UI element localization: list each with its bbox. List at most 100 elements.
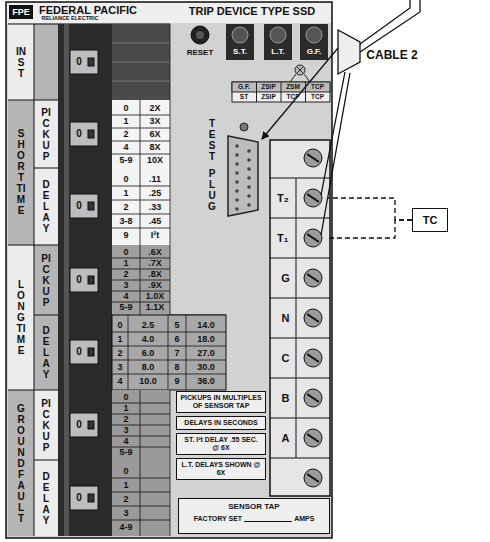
table-cell: TCP xyxy=(311,94,324,101)
test-plug xyxy=(228,123,258,216)
table-cell: 10.0 xyxy=(139,377,157,386)
table-cell: 1.1X xyxy=(146,303,165,312)
switch-setting: 0 xyxy=(76,347,82,357)
table-cell: 6X xyxy=(149,130,160,139)
table-cell: 0 xyxy=(123,175,128,184)
dial-switches-part xyxy=(70,268,98,292)
indicator-buttons-part xyxy=(264,24,292,60)
table-cell: 30.0 xyxy=(197,363,215,372)
faceplate-part xyxy=(7,3,331,23)
header-text: RELIANCE ELECTRIC xyxy=(41,16,98,22)
table-cell: 6.0 xyxy=(142,349,155,358)
switch-setting: 0 xyxy=(76,420,82,430)
faceplate-part xyxy=(6,2,332,538)
table-cell: 2X xyxy=(149,104,160,113)
switch-setting: 0 xyxy=(76,493,82,503)
test-plug-part xyxy=(228,136,258,216)
table-cell: .6X xyxy=(148,248,162,257)
dashed-wire xyxy=(328,220,412,238)
section-label: TEST xyxy=(207,118,217,162)
test-plug-part-part xyxy=(235,144,239,148)
test-plug-part-part xyxy=(247,149,251,153)
table-cell: 3 xyxy=(123,426,128,435)
test-plug-part-part xyxy=(247,158,251,162)
dial-switches-part xyxy=(70,340,98,364)
dial-switches-part xyxy=(70,122,98,146)
terminal-label: C xyxy=(279,353,290,364)
table-cell: 8.0 xyxy=(142,363,155,372)
terminal-label: A xyxy=(279,433,290,444)
indicator-buttons-part xyxy=(226,24,254,60)
table-cell: 3 xyxy=(117,363,122,372)
terminal-block-part xyxy=(270,178,330,458)
cable-2 xyxy=(262,0,420,235)
table-cell: TCP xyxy=(287,94,300,101)
section-label: LONG TIME xyxy=(16,279,26,356)
indicator-buttons-part xyxy=(270,27,286,43)
test-plug-part-part xyxy=(247,185,251,189)
dial-switches-part xyxy=(88,276,94,284)
table-cell: 4-9 xyxy=(119,523,132,532)
button-label: G.F. xyxy=(307,48,322,56)
box-text: ST. I²t DELAY .55 SEC. @ 6X xyxy=(184,436,258,451)
faceplate xyxy=(6,2,332,538)
indicator-buttons-part xyxy=(191,26,209,44)
test-plug-part-part xyxy=(235,162,239,166)
cable-2-part xyxy=(321,72,350,235)
box-text: T₂ xyxy=(277,192,289,204)
table-cell: .11 xyxy=(149,175,161,184)
section-label: PICKUP xyxy=(41,253,51,308)
blank-line xyxy=(244,520,292,522)
table-cell: 14.0 xyxy=(197,321,215,330)
box-text: DELAYS IN SECONDS xyxy=(184,419,257,426)
table-cell: G.F. xyxy=(238,84,250,91)
table-cell: 4 xyxy=(123,437,128,446)
label-columns-part xyxy=(34,100,58,245)
switch-setting: 0 xyxy=(76,57,82,67)
switch-setting: 0 xyxy=(76,129,82,139)
faceplate-part xyxy=(9,5,33,19)
label-columns-part xyxy=(8,245,34,390)
section-label: PICKUP xyxy=(41,398,51,453)
dial-switches-part xyxy=(88,130,94,138)
table-cell: 2 xyxy=(123,270,128,279)
test-plug-part-part xyxy=(247,203,251,207)
table-cell: 0 xyxy=(123,393,128,402)
label-columns-part xyxy=(34,390,58,536)
table-cell: 7 xyxy=(174,349,179,358)
box-text: AMPS xyxy=(294,515,314,523)
table-cell: ST xyxy=(240,94,248,101)
header-text: TRIP DEVICE TYPE SSD xyxy=(189,6,315,17)
test-plug-part-part xyxy=(235,180,239,184)
setting-tables-part xyxy=(112,390,170,536)
dial-switches-part xyxy=(88,421,94,429)
table-cell: .33 xyxy=(149,203,162,212)
label-columns-part xyxy=(8,100,34,245)
table-cell: 0 xyxy=(123,467,128,476)
table-cell: 1 xyxy=(123,404,128,413)
terminal-label: G xyxy=(278,273,290,284)
dial-switches-part xyxy=(88,348,94,356)
table-cell: 9 xyxy=(123,231,128,240)
test-plug-part-part xyxy=(235,189,239,193)
test-plug-part-part xyxy=(235,153,239,157)
indicator-buttons-part xyxy=(232,27,248,43)
box-text: PICKUPS IN MULTIPLES OF SENSOR TAP xyxy=(180,394,261,409)
box-text: T₁ xyxy=(277,232,288,244)
table-cell: 5-9 xyxy=(119,448,132,457)
note-box: DELAYS IN SECONDS xyxy=(176,416,266,430)
table-cell: I²t xyxy=(151,231,160,240)
switch-setting: 0 xyxy=(76,275,82,285)
callout-label: CABLE 2 xyxy=(366,49,417,61)
label-columns-part xyxy=(34,24,58,100)
setting-tables-part xyxy=(112,100,170,168)
setting-tables-part xyxy=(112,168,170,245)
table-cell: ZSIP xyxy=(261,84,275,91)
table-cell: 9 xyxy=(174,377,179,386)
terminal: T₁ xyxy=(274,224,328,252)
table-cell: .25 xyxy=(149,189,162,198)
button-label: L.T. xyxy=(271,48,284,56)
table-cell: 2 xyxy=(123,130,128,139)
box-text: SENSOR TAP xyxy=(228,502,279,511)
